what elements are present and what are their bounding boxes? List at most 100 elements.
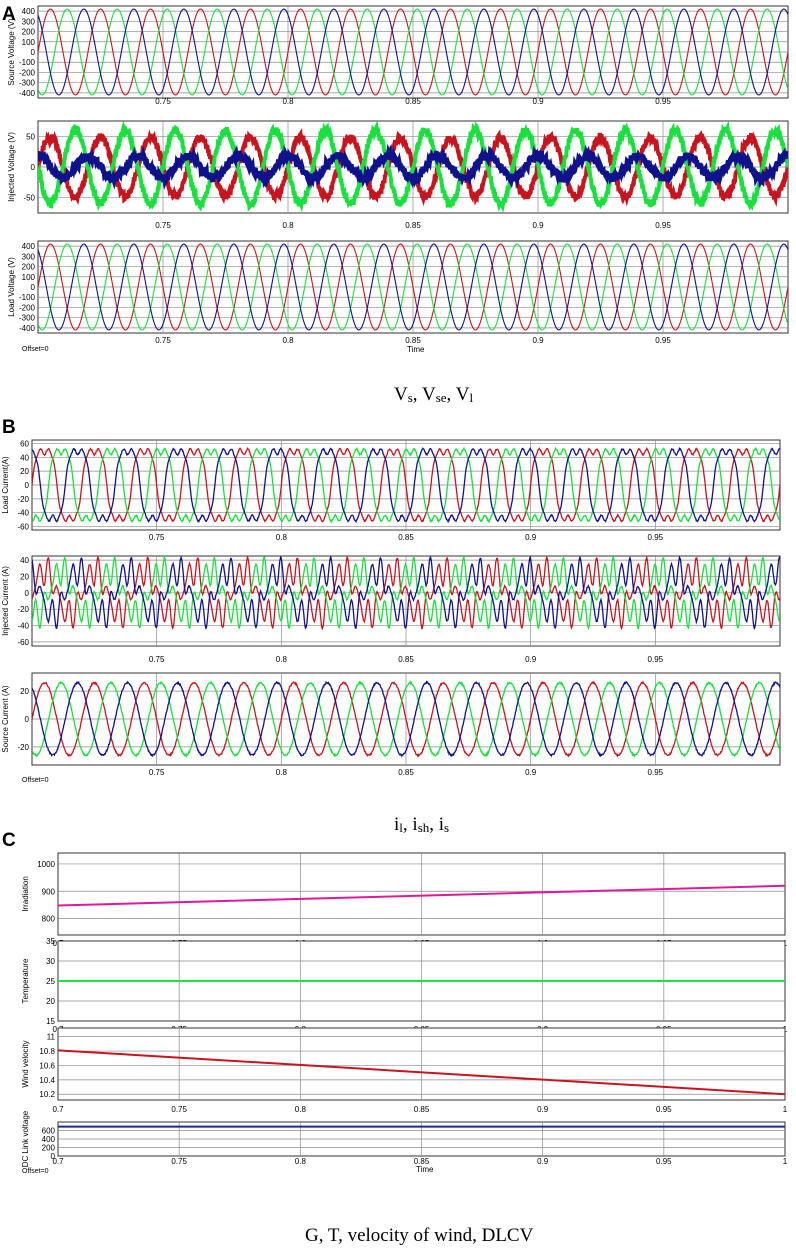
caption-symbol: V [422,384,436,405]
x-tick-label: 0.75 [149,655,165,664]
x-tick-label: 0.95 [648,655,664,664]
x-tick-label: 0.75 [171,1157,187,1166]
y-tick-label: -20 [17,495,29,504]
caption-separator: , [447,384,456,405]
y-tick-label: -400 [19,324,36,333]
series-line-phase-1 [32,680,780,758]
y-tick-label: 1000 [37,860,55,869]
caption-subscript: l [469,390,473,405]
x-tick-label: 0.8 [276,768,288,777]
x-tick-label: 0.9 [537,1157,549,1166]
x-tick-label: 0.75 [149,533,165,542]
y-tick-label: 25 [46,977,55,986]
x-tick-label: 0.75 [171,1105,187,1114]
y-tick-label: -100 [19,293,36,302]
y-tick-label: 40 [20,556,29,565]
y-tick-label: 10.4 [39,1076,55,1085]
y-tick-label: -200 [19,68,36,77]
x-tick-label: 0.8 [276,533,288,542]
caption-subscript: s [444,820,449,835]
x-tick-label: 0.8 [295,1105,307,1114]
y-axis-label: Wind velocity [21,1040,30,1087]
caption-symbol: i [412,814,417,835]
y-tick-label: 400 [22,7,36,16]
y-tick-label: 35 [46,937,55,946]
y-tick-label: 200 [22,263,36,272]
y-tick-label: -50 [23,194,35,203]
caption-symbol: V [456,384,470,405]
x-tick-label: 0.9 [532,97,544,106]
series-line-phase-2 [32,556,780,631]
y-tick-label: 100 [22,273,36,282]
y-tick-label: -400 [19,89,36,98]
x-tick-label: 0.95 [648,533,664,542]
y-tick-label: 20 [20,572,29,581]
x-tick-label: 0.9 [532,336,544,345]
x-tick-label: 0.95 [655,97,671,106]
series-line-phase-3 [38,8,788,96]
x-tick-label: 0.95 [655,336,671,345]
x-tick-label: 0.85 [398,533,414,542]
caption-separator: , [413,384,422,405]
caption-separator: , [429,814,439,835]
series-line-phase-3 [32,447,780,524]
caption-subscript: l [399,820,403,835]
y-axis-label: Temperature [21,958,30,1003]
x-tick-label: 0.85 [398,768,414,777]
x-tick-label: 1 [783,1157,788,1166]
y-axis-label: Injected Voltage (V) [7,132,16,202]
y-tick-label: 100 [22,38,36,47]
x-tick-label: 0.9 [532,221,544,230]
offset-label-a: Offset=0 [22,346,49,353]
x-tick-label: 0.75 [155,97,171,106]
x-tick-label: 0.75 [155,336,171,345]
y-tick-label: 11 [47,1033,56,1042]
y-tick-label: 200 [42,1144,56,1153]
x-tick-label: 0.75 [149,768,165,777]
y-tick-label: 10.2 [39,1090,55,1099]
series-line-phase-1 [38,243,788,331]
series-line-phase-2 [32,680,780,759]
x-tick-label: 0.85 [414,1105,430,1114]
x-tick-label: 0.95 [656,1157,672,1166]
x-tick-label: 0.85 [405,336,421,345]
y-tick-label: -60 [17,638,29,647]
x-tick-label: 0.7 [52,1157,64,1166]
y-tick-label: 0 [31,48,36,57]
time-label-c: Time [416,1165,434,1174]
caption-subscript: s [408,390,413,405]
y-tick-label: -20 [17,743,29,752]
y-tick-label: 900 [42,887,56,896]
series-line-phase-3 [38,143,788,190]
x-tick-label: 0.85 [414,1157,430,1166]
y-tick-label: 0 [31,163,36,172]
x-tick-label: 0.85 [405,97,421,106]
caption-separator: , [403,814,413,835]
y-tick-label: 30 [46,957,55,966]
y-axis-label: Load Current(A) [1,456,10,514]
series-line-phase-3 [32,556,780,631]
y-tick-label: 600 [42,1127,56,1136]
irradiation-plot: 80090010000.70.750.80.850.90.951Irradiat… [21,852,788,948]
y-tick-label: 400 [22,242,36,251]
series-line-phase-1 [32,556,780,631]
x-tick-label: 0.8 [282,336,294,345]
series-line-phase-1 [38,8,788,96]
series-line-phase-3 [32,680,780,758]
y-tick-label: -40 [17,622,29,631]
caption-b: il, ish, is [394,814,449,835]
y-axis-label: DC Link voltage [21,1110,30,1167]
y-tick-label: -300 [19,79,36,88]
y-tick-label: 400 [42,1135,56,1144]
y-tick-label: 15 [46,1017,55,1026]
y-axis-label: Source Current (A) [1,685,10,752]
x-tick-label: 0.8 [282,221,294,230]
temperature-plot: 15202530350.70.750.80.850.90.951Temperat… [21,937,788,1034]
panel-letter-c: C [2,830,16,851]
x-tick-label: 0.85 [405,221,421,230]
